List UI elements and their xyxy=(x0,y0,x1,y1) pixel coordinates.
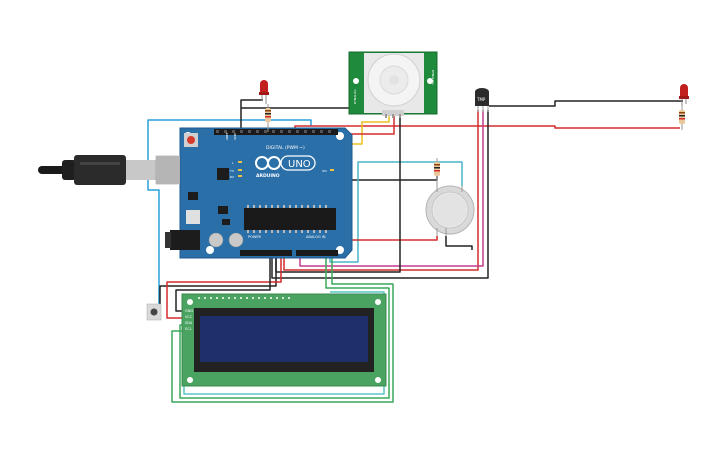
wire-black-right-led[interactable] xyxy=(489,100,683,107)
atmega-chip xyxy=(244,208,336,230)
model-label: UNO xyxy=(288,159,311,170)
power-header[interactable] xyxy=(240,250,292,256)
lcd-pin-scl[interactable]: SCL xyxy=(185,327,192,331)
wire-green-scl[interactable] xyxy=(171,253,394,403)
wire-red-lcd[interactable] xyxy=(166,253,282,319)
lcd-hole xyxy=(375,377,381,383)
pir-pin-vcc[interactable] xyxy=(385,114,387,118)
power-label: POWER xyxy=(248,235,262,239)
pir-pin-out[interactable] xyxy=(392,114,394,118)
wire-magenta-tmp[interactable] xyxy=(299,110,484,267)
tmp-label: TMP xyxy=(476,97,486,102)
on-led-label: ON xyxy=(322,169,327,173)
led-left[interactable] xyxy=(259,80,269,104)
pir-label-left: DYNALOG xyxy=(353,89,357,104)
gas-sensor[interactable] xyxy=(425,185,475,236)
lcd-screen xyxy=(200,316,368,362)
wire-blue-button[interactable] xyxy=(147,119,312,305)
reset-button[interactable] xyxy=(187,136,195,144)
pir-pin-gnd[interactable] xyxy=(399,114,401,118)
tx-led-label: TX xyxy=(229,169,234,173)
crystal xyxy=(186,210,200,224)
wire-black-led1[interactable] xyxy=(240,99,263,131)
digital-header-label: DIGITAL (PWM ~) xyxy=(266,145,305,151)
aref-label: AREF xyxy=(225,132,229,140)
resistor-right[interactable] xyxy=(679,106,685,130)
wire-black-tmp[interactable] xyxy=(271,110,489,279)
led-right[interactable] xyxy=(679,84,689,106)
tx-led xyxy=(238,169,242,171)
digital-header[interactable] xyxy=(214,129,338,135)
lcd-pin-sda[interactable]: SDA xyxy=(185,321,193,325)
pir-hole xyxy=(427,78,433,84)
lcd-hole xyxy=(187,299,193,305)
gnd-label: GND xyxy=(233,132,237,140)
pir-hole xyxy=(353,78,359,84)
pir-label-right: DYNALOG xyxy=(431,70,435,85)
wire-green-sda[interactable] xyxy=(179,253,390,399)
wire-black-gas[interactable] xyxy=(445,236,473,250)
l-led xyxy=(238,161,242,163)
wires xyxy=(147,99,683,403)
lcd-display[interactable]: GND VCC SDA SCL xyxy=(181,293,387,387)
on-led xyxy=(330,169,334,171)
wire-black-gnd[interactable] xyxy=(159,253,277,305)
lcd-hole xyxy=(187,377,193,383)
wire-red-tmp[interactable] xyxy=(283,110,479,271)
analog-header[interactable] xyxy=(296,250,338,256)
wire-cyan-gas[interactable] xyxy=(357,161,463,186)
temperature-sensor[interactable]: TMP xyxy=(475,88,489,112)
pushbutton-cap[interactable] xyxy=(150,308,158,316)
pir-sensor[interactable]: DYNALOG DYNALOG xyxy=(348,51,438,118)
analog-label: ANALOG IN xyxy=(306,235,326,239)
resistor-gas[interactable] xyxy=(434,158,440,186)
lcd-pin-vcc[interactable]: VCC xyxy=(185,315,193,319)
capacitor xyxy=(228,232,244,248)
mounting-hole xyxy=(206,246,214,254)
pushbutton[interactable] xyxy=(146,303,162,321)
capacitor xyxy=(208,232,224,248)
usb-port xyxy=(156,156,180,184)
arduino-uno-board[interactable]: DIGITAL (PWM ~) AREF GND POWER ANALOG IN… xyxy=(156,127,353,259)
lcd-hole xyxy=(375,299,381,305)
dc-jack xyxy=(170,230,200,250)
usb-chip xyxy=(217,168,229,180)
wire-black-lcd[interactable] xyxy=(175,253,271,312)
rx-led xyxy=(238,175,242,177)
resistor-left[interactable] xyxy=(265,104,271,132)
rx-led-label: RX xyxy=(230,175,234,179)
logo-text: ARDUINO xyxy=(256,173,280,179)
lcd-pin-gnd[interactable]: GND xyxy=(185,309,193,313)
l-led-label: L xyxy=(232,161,234,165)
arduino-logo: UNO ARDUINO xyxy=(255,155,316,179)
